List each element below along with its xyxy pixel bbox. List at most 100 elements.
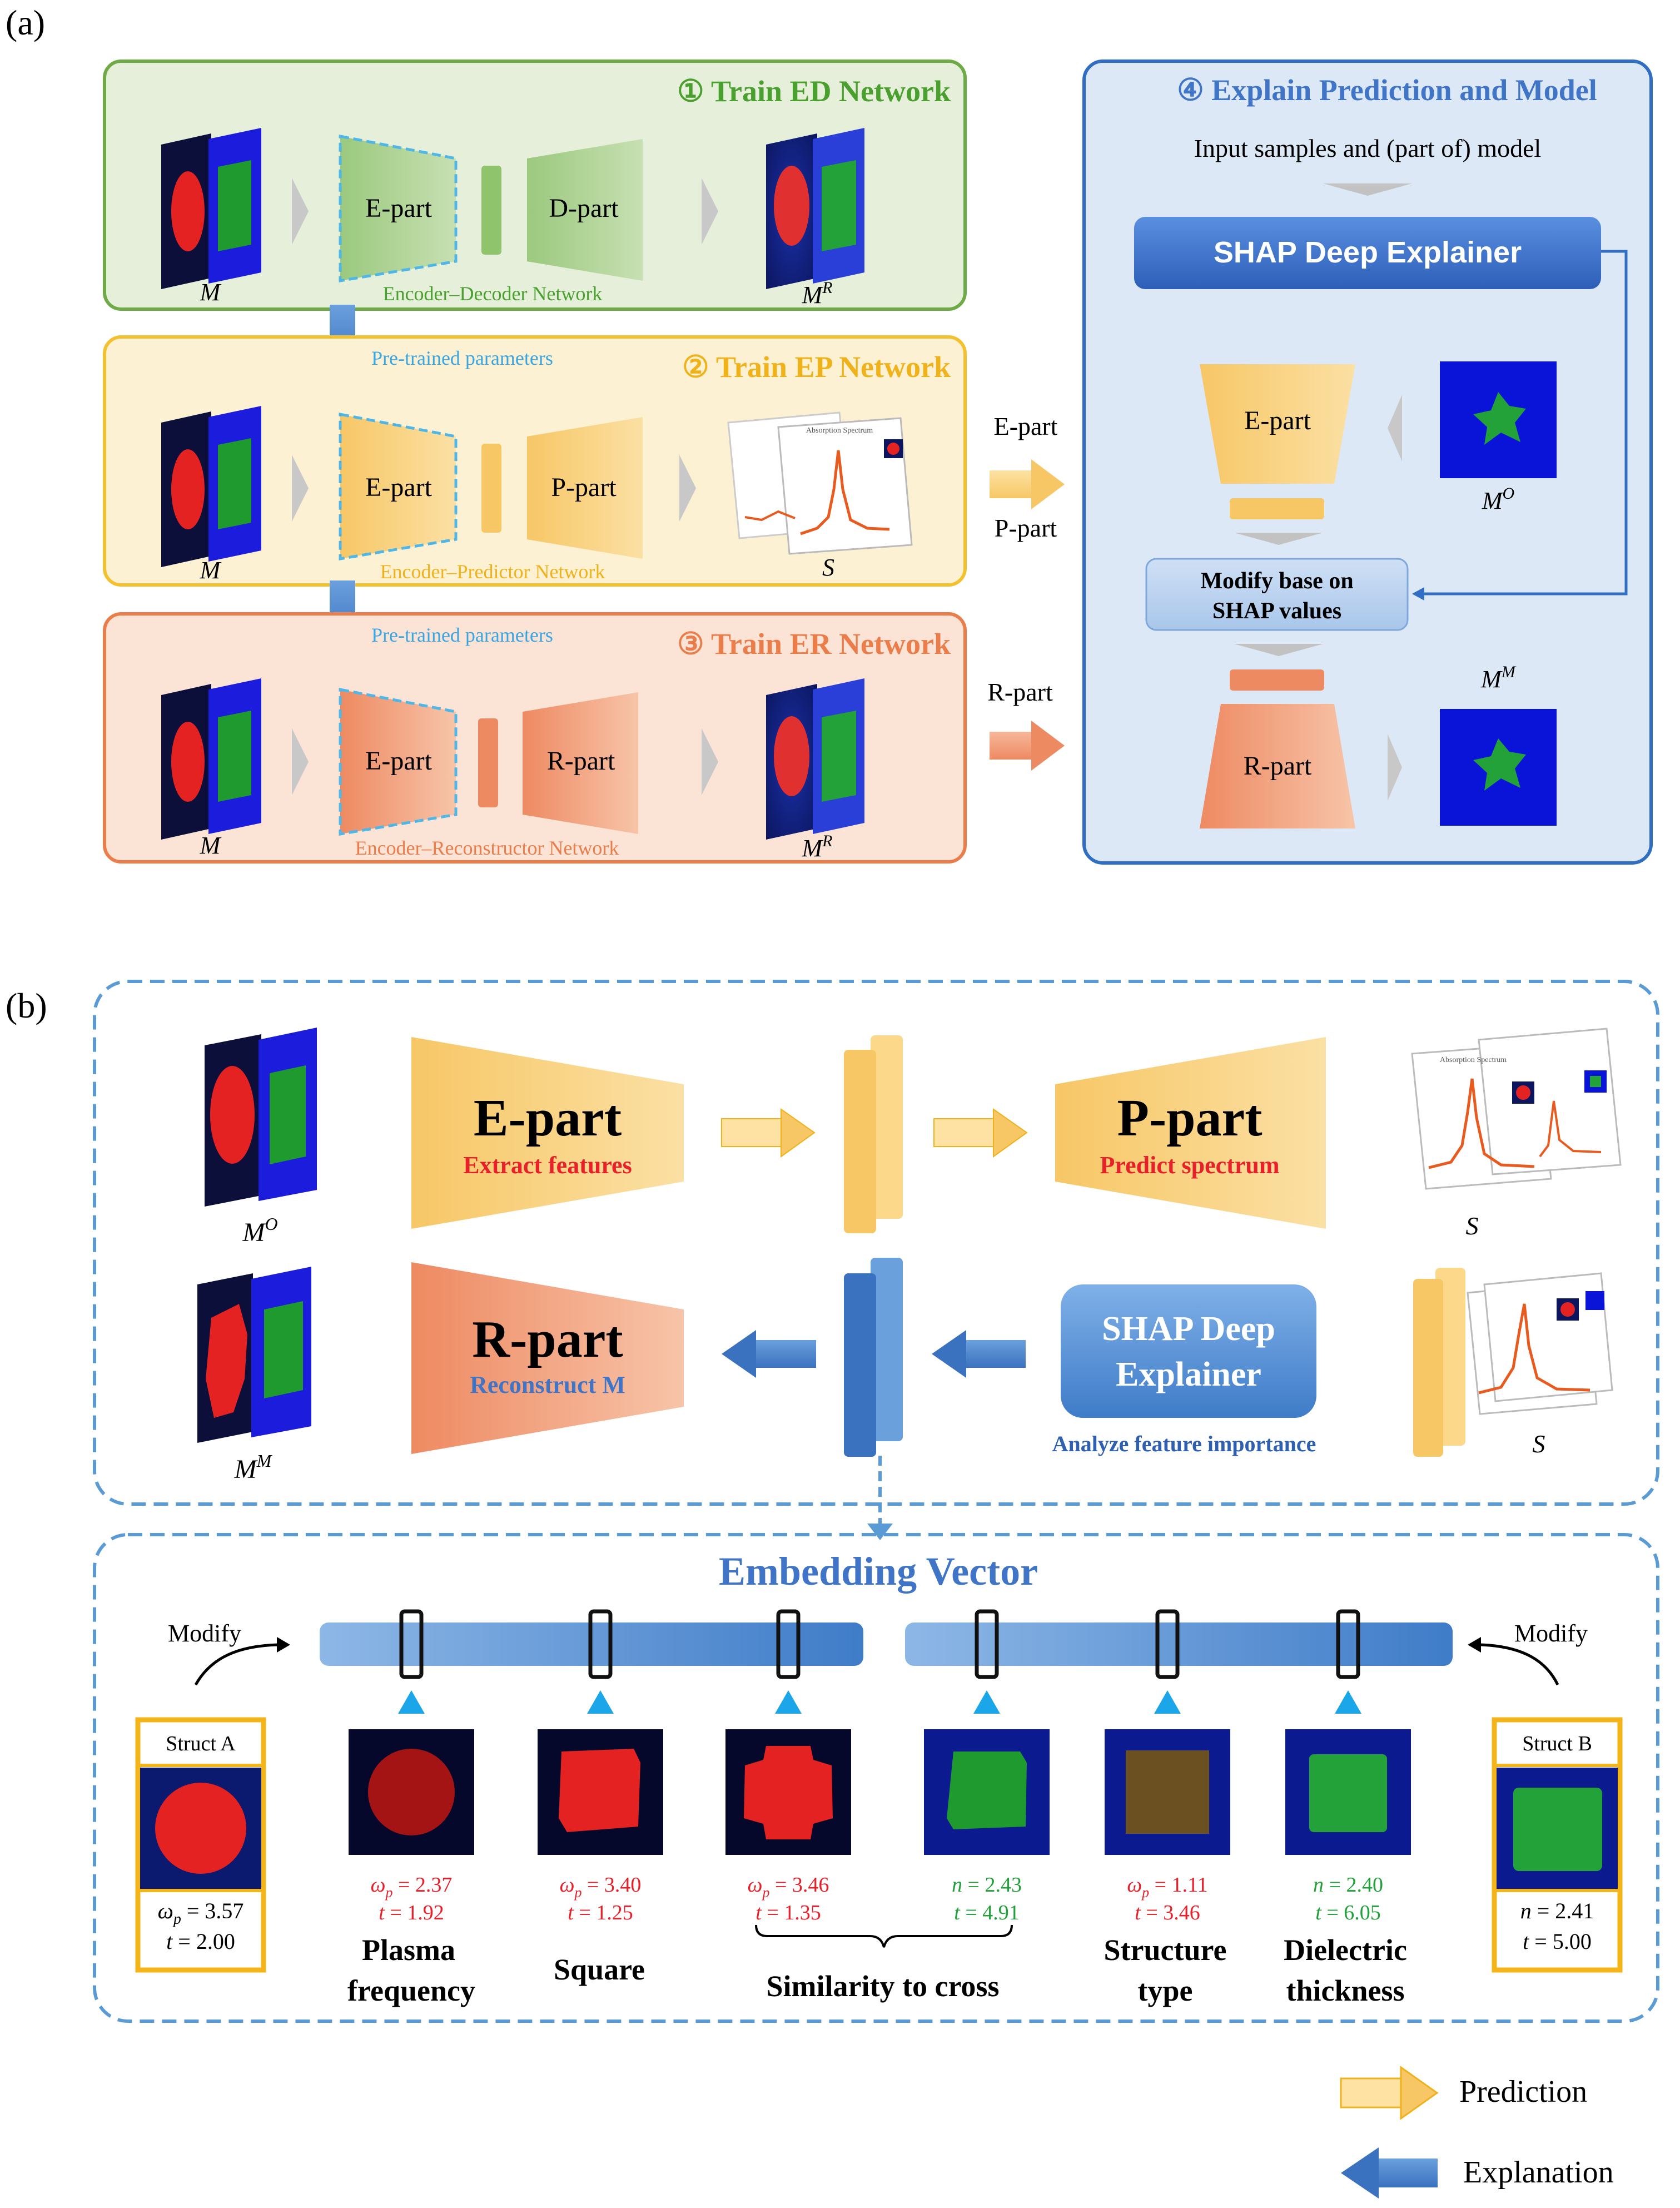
b-mm-image	[197, 1267, 311, 1443]
mid-orange-arrow	[990, 721, 1065, 771]
er-latent	[478, 718, 498, 807]
explain-mm-label: MM	[1480, 663, 1517, 693]
explain-modify-line2: SHAP values	[1212, 598, 1341, 624]
ed-output-image	[766, 128, 864, 289]
er-chevron-1	[292, 728, 309, 795]
struct-b-card: Struct B n = 2.41 t = 5.00	[1492, 1717, 1623, 1973]
ep-spectrum-image: Absorption Spectrum	[727, 411, 913, 555]
embedding-slot-marker	[1155, 1609, 1180, 1679]
er-output-image	[766, 678, 864, 840]
er-r-part-label: R-part	[547, 746, 615, 776]
explain-chevron-down-3	[1234, 644, 1323, 656]
mid-e-part-label: E-part	[994, 412, 1058, 440]
ep-network-box: Pre-trained parameters ② Train EP Networ…	[103, 335, 967, 587]
ep-e-part-label: E-part	[365, 473, 433, 502]
explain-mo-label: MO	[1482, 484, 1514, 514]
ed-d-part-label: D-part	[549, 193, 619, 223]
sample-image	[924, 1729, 1050, 1855]
er-pretrained: Pre-trained parameters	[371, 624, 553, 646]
ep-output-label: S	[822, 554, 834, 581]
sample-param1: ωp = 3.40	[560, 1873, 642, 1901]
feature-dielectric-line1: Dielectric	[1284, 1933, 1407, 1967]
feature-plasma-line2: frequency	[347, 1974, 475, 2007]
ed-title: ① Train ED Network	[677, 75, 951, 108]
b-e-part-shape	[411, 1037, 684, 1229]
b-r-part-subtitle: Reconstruct M	[470, 1371, 625, 1398]
feature-structure-line1: Structure	[1104, 1933, 1227, 1967]
struct-a-param2: t = 2.00	[166, 1929, 235, 1954]
er-input-label: M	[200, 832, 222, 859]
sample-param1: ωp = 3.46	[748, 1873, 829, 1901]
b-blue-arrow-1	[722, 1330, 816, 1378]
explain-e-part-shape	[1200, 364, 1355, 484]
embedding-slot-marker	[776, 1609, 801, 1679]
b-s-label-top: S	[1466, 1212, 1479, 1240]
er-network-box: Pre-trained parameters ③ Train ER Networ…	[103, 612, 967, 864]
feature-dielectric-line2: thickness	[1286, 1974, 1404, 2007]
er-network-name: Encoder–Reconstructor Network	[355, 837, 619, 859]
struct-b-param1: n = 2.41	[1520, 1898, 1594, 1923]
slot-pointer-icon	[973, 1690, 1000, 1714]
b-s-label-bottom: S	[1533, 1430, 1545, 1458]
feature-cross: Similarity to cross	[767, 1969, 1000, 2003]
b-connector-arrowhead	[867, 1524, 893, 1540]
panel-b-top-box	[93, 980, 1659, 1506]
struct-a-param1: ωp = 3.57	[158, 1898, 244, 1928]
slot-pointer-icon	[1154, 1690, 1181, 1714]
struct-a-title: Struct A	[166, 1732, 236, 1755]
explain-modify-box	[1145, 558, 1409, 631]
legend-explanation-label: Explanation	[1463, 2155, 1614, 2190]
b-r-part-title: R-part	[472, 1311, 623, 1368]
sample-param2: t = 1.35	[755, 1901, 821, 1924]
embedding-slot-marker	[1336, 1609, 1360, 1679]
sample-param1: n = 2.40	[1313, 1873, 1383, 1897]
struct-b-param2: t = 5.00	[1523, 1929, 1592, 1954]
sample-image	[1105, 1729, 1230, 1855]
explain-title: ④ Explain Prediction and Model	[1177, 73, 1597, 107]
mid-yellow-arrow	[990, 459, 1065, 509]
mid-r-part-label: R-part	[987, 678, 1053, 706]
b-shap-line2: Explainer	[1116, 1356, 1261, 1393]
embedding-slot-marker	[975, 1609, 999, 1679]
b-blue-arrow-2	[932, 1330, 1026, 1378]
feature-square: Square	[554, 1953, 645, 1986]
ep-network-name: Encoder–Predictor Network	[380, 560, 605, 583]
b-yellow-arrow-2	[933, 1108, 1028, 1158]
modify-right-label: Modify	[1514, 1620, 1588, 1647]
modify-right-arrow	[1479, 1643, 1559, 1686]
ep-p-part-shape	[527, 417, 643, 559]
b-yellow-arrow-1	[721, 1108, 816, 1158]
explain-r-latent	[1230, 669, 1324, 691]
ed-latent	[481, 166, 501, 255]
ep-pretrained: Pre-trained parameters	[371, 347, 553, 369]
b-r-part-shape	[411, 1262, 684, 1454]
sample-param1: ωp = 2.37	[371, 1873, 453, 1901]
ed-chevron-1	[292, 178, 309, 245]
explain-mo-image	[1440, 361, 1557, 478]
explain-r-part-label: R-part	[1244, 751, 1312, 781]
legend-prediction-label: Prediction	[1459, 2075, 1587, 2109]
er-r-part-shape	[523, 692, 638, 834]
explain-r-part-shape	[1200, 704, 1355, 828]
b-shap-caption: Analyze feature importance	[1052, 1431, 1316, 1456]
b-mm-label: MM	[234, 1451, 273, 1484]
ep-title: ② Train EP Network	[682, 350, 951, 384]
sample-image	[538, 1729, 663, 1855]
legend-prediction: Prediction	[1340, 2066, 1587, 2120]
b-p-part-shape	[1055, 1037, 1326, 1229]
b-shap-line1: SHAP Deep	[1102, 1310, 1275, 1348]
explain-connector-arrowhead	[1412, 587, 1424, 601]
ed-input-label: M	[200, 279, 222, 306]
slot-pointer-icon	[1335, 1690, 1361, 1714]
slot-pointer-icon	[775, 1690, 802, 1714]
slot-pointer-icon	[587, 1690, 614, 1714]
b-embedding-yellow	[844, 1035, 903, 1233]
b-p-part-title: P-part	[1117, 1089, 1262, 1147]
panel-a-label: (a)	[6, 3, 45, 42]
explain-mm-image	[1440, 709, 1557, 826]
explain-input-text: Input samples and (part of) model	[1194, 134, 1542, 162]
embedding-slot-marker	[588, 1609, 613, 1679]
ep-e-part-shape	[339, 412, 458, 560]
legend-explanation: Explanation	[1341, 2147, 1614, 2199]
